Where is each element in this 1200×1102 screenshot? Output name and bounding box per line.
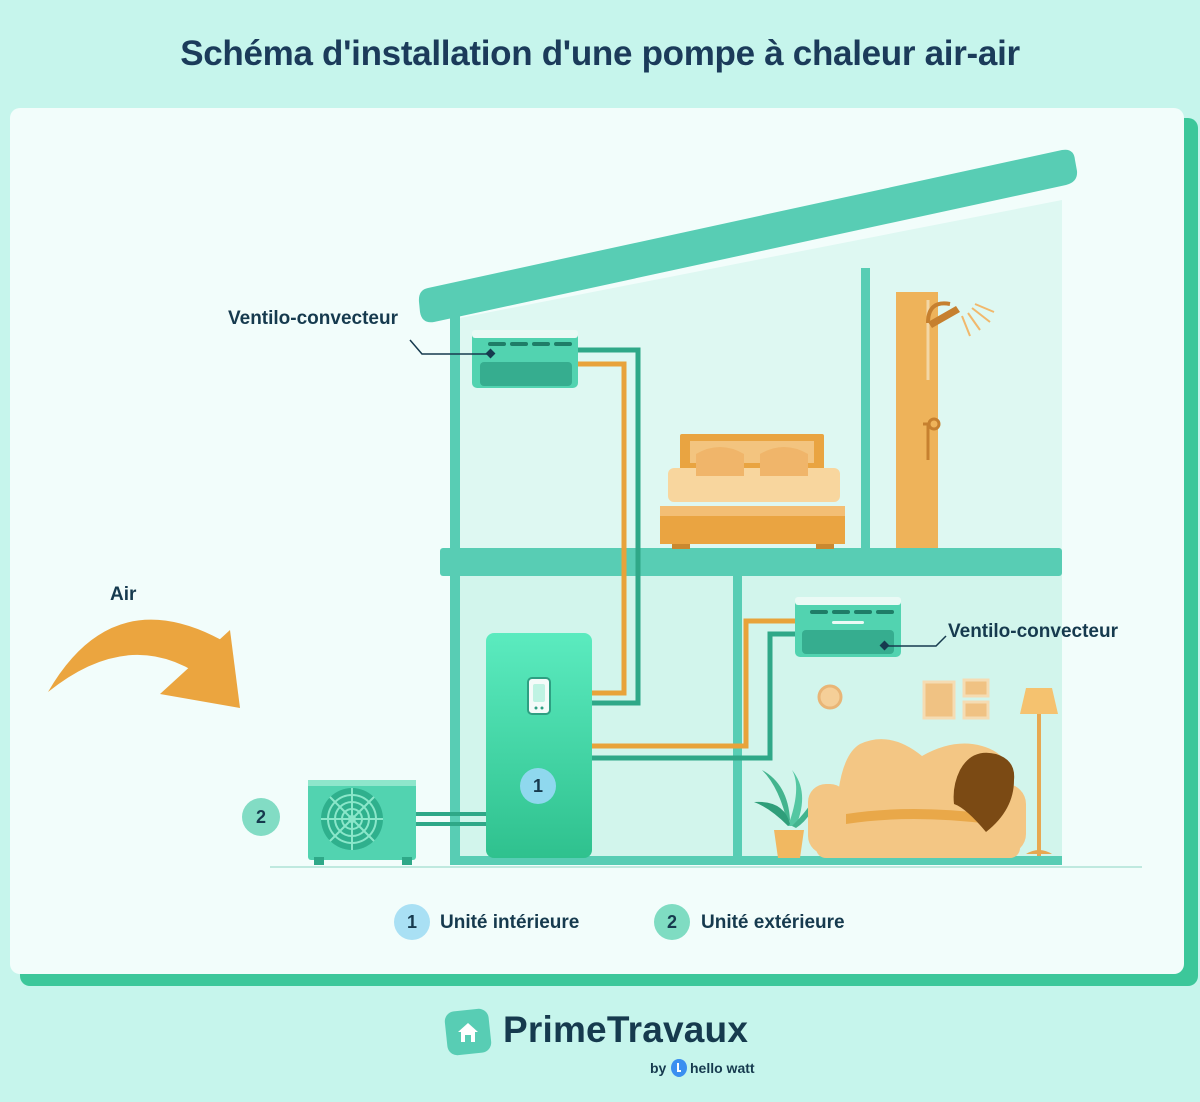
air-arrow-body bbox=[48, 619, 232, 692]
ventilo-bottom-label: Ventilo-convecteur bbox=[948, 621, 1118, 642]
shower bbox=[896, 292, 995, 548]
roof bbox=[418, 149, 1078, 323]
lower-partition bbox=[733, 570, 742, 865]
brand-name: PrimeTravaux bbox=[503, 1009, 749, 1050]
upper-partition bbox=[861, 268, 870, 550]
pipe-bottom-green bbox=[592, 631, 798, 761]
pipe-bottom-orange bbox=[592, 618, 798, 749]
pipe-top-orange bbox=[578, 361, 627, 696]
mid-floor-slab bbox=[440, 548, 1062, 576]
ventilo-top-unit bbox=[472, 330, 578, 388]
wall-frames bbox=[922, 678, 990, 720]
hello-watt-logo-icon bbox=[671, 1059, 687, 1077]
indoor-unit-marker: 1 bbox=[520, 768, 556, 804]
floor-lamp bbox=[1020, 688, 1058, 856]
ventilo-top-label: Ventilo-convecteur bbox=[228, 308, 398, 329]
ventilo-bottom-unit bbox=[795, 597, 901, 657]
plant bbox=[754, 770, 816, 858]
floor bbox=[450, 856, 1062, 865]
pipe-top-green bbox=[578, 347, 641, 706]
legend-label-1: Unité intérieure bbox=[440, 912, 580, 933]
brand-partner: hello watt bbox=[690, 1060, 755, 1076]
sofa bbox=[808, 739, 1026, 858]
diagram-card: Ventilo-convecteur Ventilo-convecteur Ai… bbox=[10, 108, 1184, 974]
ventilo-top-leader bbox=[409, 339, 491, 355]
page-title: Schéma d'installation d'une pompe à chal… bbox=[180, 34, 1020, 73]
ventilo-bottom-leader bbox=[886, 635, 947, 647]
air-arrow-head bbox=[160, 630, 240, 708]
left-wall bbox=[450, 308, 460, 865]
legend-number-2: 2 bbox=[654, 904, 690, 940]
indoor-unit bbox=[486, 633, 592, 858]
air-label: Air bbox=[110, 584, 137, 605]
ventilo-bottom-marker bbox=[879, 640, 890, 651]
bed bbox=[660, 434, 845, 549]
house-diagram bbox=[48, 149, 1142, 868]
legend-number-1: 1 bbox=[394, 904, 430, 940]
brand-by: by bbox=[650, 1060, 667, 1076]
legend-label-2: Unité extérieure bbox=[701, 912, 845, 933]
wall-clock bbox=[817, 684, 843, 710]
primetravaux-logo-icon bbox=[444, 1008, 492, 1056]
outdoor-unit bbox=[308, 780, 416, 865]
outdoor-unit-marker: 2 bbox=[242, 798, 280, 836]
